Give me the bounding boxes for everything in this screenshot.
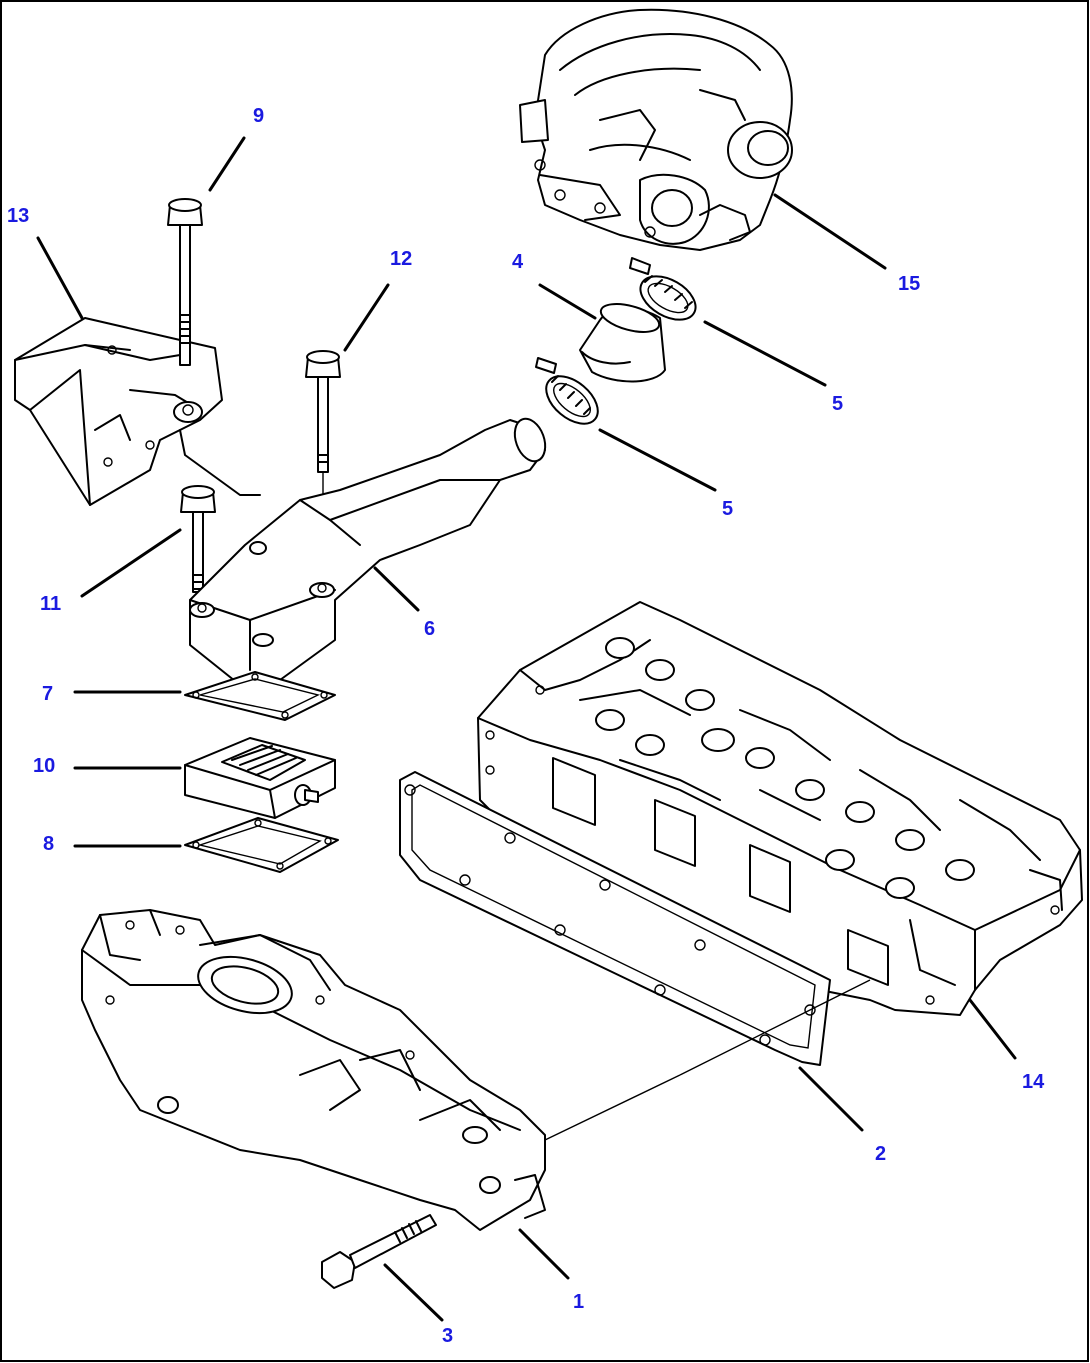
callout-13: 13 [7,205,29,227]
bolt-11 [180,485,216,593]
turbocharger [519,8,793,251]
elbow-pipe [189,417,547,686]
bolt-9 [167,198,203,366]
callout-3: 3 [442,1325,453,1347]
bracket [14,317,261,506]
hose-clamp-lower [535,357,599,425]
callout-2: 2 [875,1143,886,1165]
manifold-gasket [399,771,831,1066]
callout-4: 4 [512,251,524,273]
air-heater [184,737,336,819]
callout-6: 6 [424,618,435,640]
callout-15: 15 [898,273,920,295]
bolt-3 [321,1214,437,1289]
callout-9: 9 [253,105,264,127]
intake-manifold [81,909,546,1231]
callout-5-lower: 5 [722,498,733,520]
cylinder-head [477,601,1083,1016]
callout-7: 7 [42,683,53,705]
callout-12: 12 [390,248,412,270]
callout-11: 11 [40,593,61,615]
hose [579,303,666,383]
leader-lines [36,136,1017,1322]
hose-clamp-upper [629,257,697,321]
callout-5-upper: 5 [832,393,843,415]
gasket-7 [184,671,336,721]
callout-10: 10 [33,755,55,777]
assembly-guide-lines [544,979,871,1141]
callout-1: 1 [573,1291,584,1313]
callout-14: 14 [1022,1071,1045,1093]
gasket-8 [184,817,339,873]
callout-8: 8 [43,833,54,855]
